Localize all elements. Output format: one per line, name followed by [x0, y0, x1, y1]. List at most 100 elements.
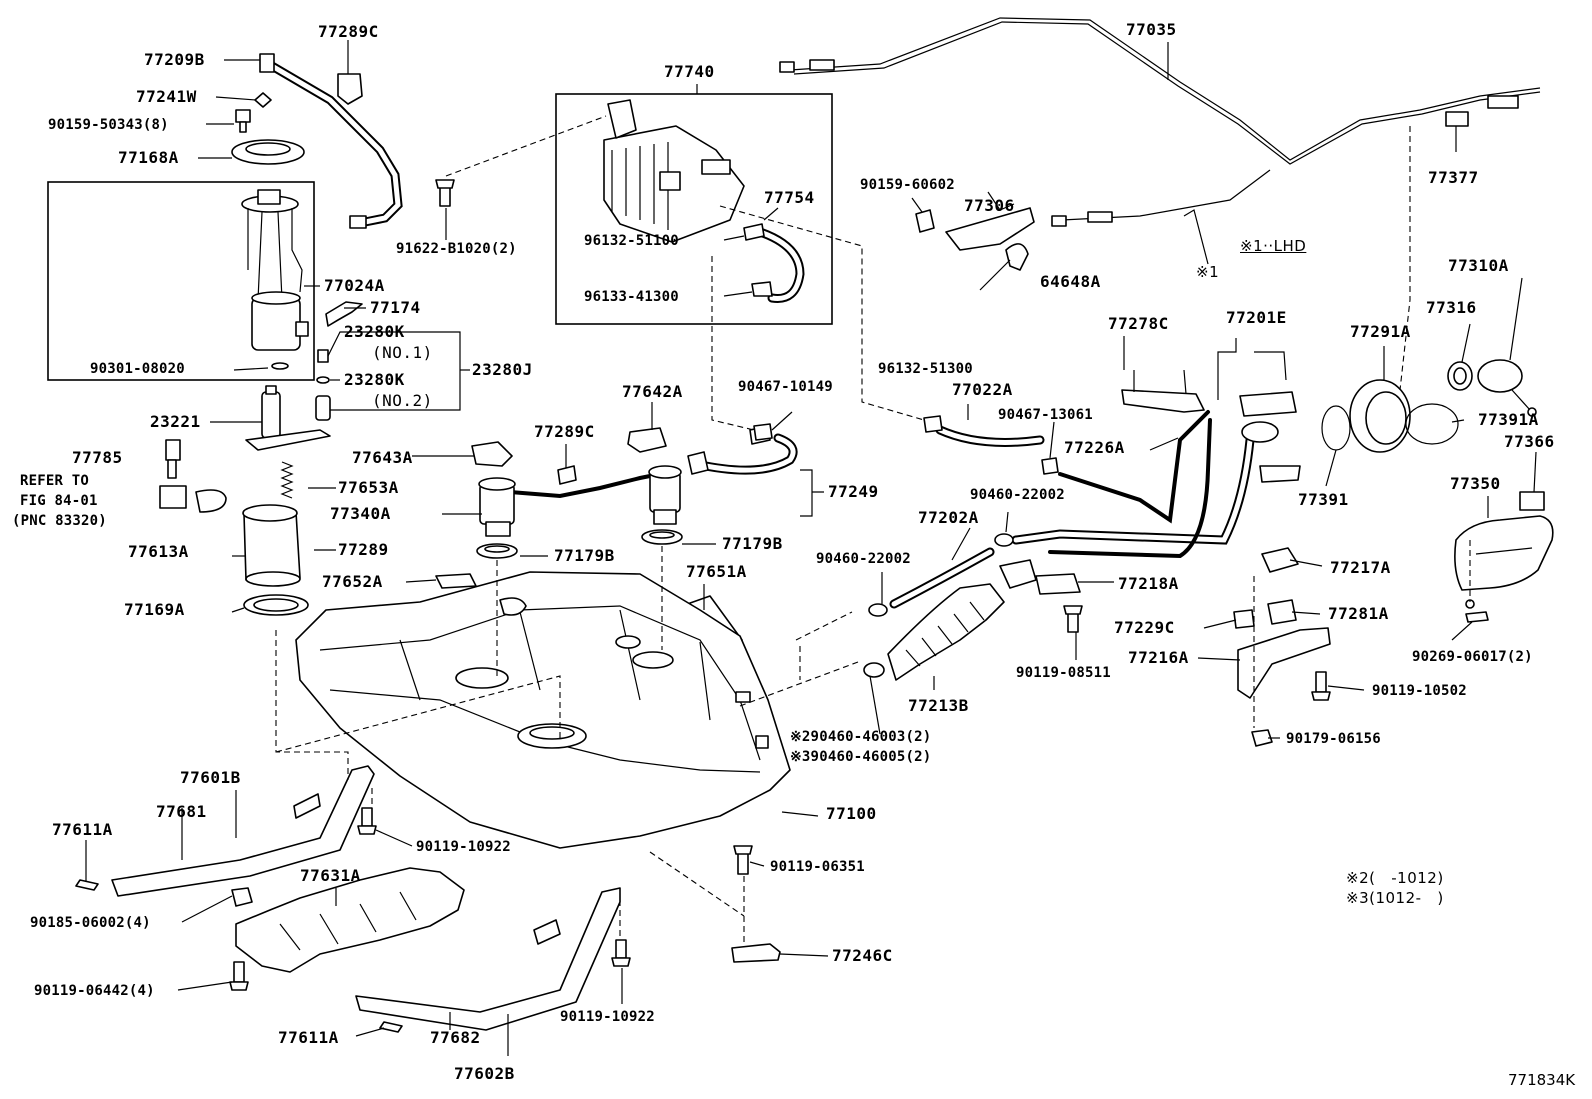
label-no2: (NO.2) [372, 391, 433, 410]
charcoal-canister-77740 [603, 99, 745, 243]
label-90119-10502: 90119-10502 [1372, 683, 1467, 699]
lock-77306 [945, 207, 1035, 251]
label-77310A: 77310A [1448, 256, 1509, 275]
gasket-77169A [243, 594, 309, 616]
label-90179-06156: 90179-06156 [1286, 731, 1381, 747]
bolt-90119-06351 [733, 845, 753, 875]
gasket-77179B-right [641, 529, 683, 545]
label-90159-50343: 90159-50343(8) [48, 117, 169, 133]
label-77216A: 77216A [1128, 648, 1189, 667]
nut-90185-06002 [231, 887, 253, 907]
label-77226A: 77226A [1064, 438, 1125, 457]
clamp-77218A [1035, 573, 1081, 595]
assembly-dashed-lines [275, 115, 1471, 944]
label-77613A: 77613A [128, 542, 189, 561]
label-77602B: 77602B [454, 1064, 515, 1083]
label-23280K-no1: 23280K [344, 322, 405, 341]
fuel-pump-assembly-77024A [241, 189, 309, 370]
clamp-77289C-top [337, 73, 363, 105]
label-77218A: 77218A [1118, 574, 1179, 593]
label-77740: 77740 [664, 62, 715, 81]
sender-77785 [159, 439, 187, 509]
bracket-77246C [731, 943, 781, 963]
clip-96133-41300 [751, 281, 773, 297]
label-90467-10149: 90467-10149 [738, 379, 833, 395]
label-77202A: 77202A [918, 508, 979, 527]
label-77169A: 77169A [124, 600, 185, 619]
label-77681: 77681 [156, 802, 207, 821]
bracket-77216A [1237, 627, 1331, 699]
opener-cable-77035 [779, 17, 1541, 227]
charcoal-canister-box [555, 93, 833, 325]
nut-90179-06156 [1251, 729, 1273, 747]
seal-77316 [1447, 361, 1473, 391]
label-mark1: ※1 [1196, 263, 1220, 281]
hose-77754 [755, 227, 805, 303]
hose-77202A [889, 547, 995, 609]
breather-pipe-77226A [1058, 410, 1210, 524]
label-77289: 77289 [338, 540, 389, 559]
label-90460-22002-upper: 90460-22002 [970, 487, 1065, 503]
label-77306: 77306 [964, 196, 1015, 215]
gasket-77179B-left [476, 543, 518, 559]
float-gauge-ref [195, 489, 227, 513]
label-77289C-mid: 77289C [534, 422, 595, 441]
label-77754: 77754 [764, 188, 815, 207]
clamp-90467-13061 [1041, 457, 1059, 475]
clamp-90460-22002-lower [868, 603, 888, 617]
sub-tank-77613A [242, 504, 301, 587]
label-77366: 77366 [1504, 432, 1555, 451]
label-77209B: 77209B [144, 50, 205, 69]
leader-lines [85, 40, 1537, 1056]
fuel-inlet-box-77291A [1349, 379, 1411, 453]
retainer-77168A [231, 139, 305, 165]
label-77229C: 77229C [1114, 618, 1175, 637]
label-77168A: 77168A [118, 148, 179, 167]
bolt-90119-10922-lower [611, 939, 631, 967]
label-77611A-right: 77611A [278, 1028, 339, 1047]
strap-77611A-left [75, 879, 99, 891]
label-90119-06442: 90119-06442(4) [34, 983, 155, 999]
label-96132-51300: 96132-51300 [878, 361, 973, 377]
label-lhd-note: ※1··LHD [1240, 237, 1307, 255]
label-77377: 77377 [1428, 168, 1479, 187]
label-77289C-top: 77289C [318, 22, 379, 41]
gasket-77241W [254, 92, 272, 108]
label-77249: 77249 [828, 482, 879, 501]
label-note3: ※3(1012- ) [1346, 889, 1444, 907]
label-77601B: 77601B [180, 768, 241, 787]
label-77652A: 77652A [322, 572, 383, 591]
label-77391: 77391 [1298, 490, 1349, 509]
bolt-90119-10502 [1311, 671, 1331, 701]
label-77278C: 77278C [1108, 314, 1169, 333]
bracket-77278C [1121, 369, 1205, 413]
label-23280K-no2: 23280K [344, 370, 405, 389]
clamp-77642A [627, 427, 667, 453]
label-90185-06002: 90185-06002(4) [30, 915, 151, 931]
label-77611A-left: 77611A [52, 820, 113, 839]
label-77201E: 77201E [1226, 308, 1287, 327]
clamp-77217A [1261, 547, 1299, 573]
label-96132-51100: 96132-51100 [584, 233, 679, 249]
label-64648A: 64648A [1040, 272, 1101, 291]
bolt-91622-B1020 [435, 179, 455, 207]
drawing-number: 771834K [1508, 1071, 1576, 1089]
label-90460-46005: ※390460-46005(2) [790, 749, 932, 765]
filler-hose-77213B [887, 559, 1037, 681]
label-77024A: 77024A [324, 276, 385, 295]
band-77602B [355, 887, 621, 1031]
clamp-77281A [1267, 599, 1297, 625]
strap-77611A-right [379, 1021, 403, 1033]
label-note2: ※2( -1012) [1346, 869, 1444, 887]
label-fig-84-01: FIG 84-01 [20, 493, 98, 509]
clamp-90460-46003 [863, 662, 885, 678]
clip-64648A [1005, 243, 1029, 271]
label-77174: 77174 [370, 298, 421, 317]
gasket-77391A [1405, 403, 1459, 445]
bolt-90119-06442 [229, 961, 249, 991]
clamp-90467-10149 [753, 423, 773, 441]
label-90460-22002-lower: 90460-22002 [816, 551, 911, 567]
label-90269-06017: 90269-06017(2) [1412, 649, 1533, 665]
bolt-90119-08511 [1063, 605, 1083, 633]
